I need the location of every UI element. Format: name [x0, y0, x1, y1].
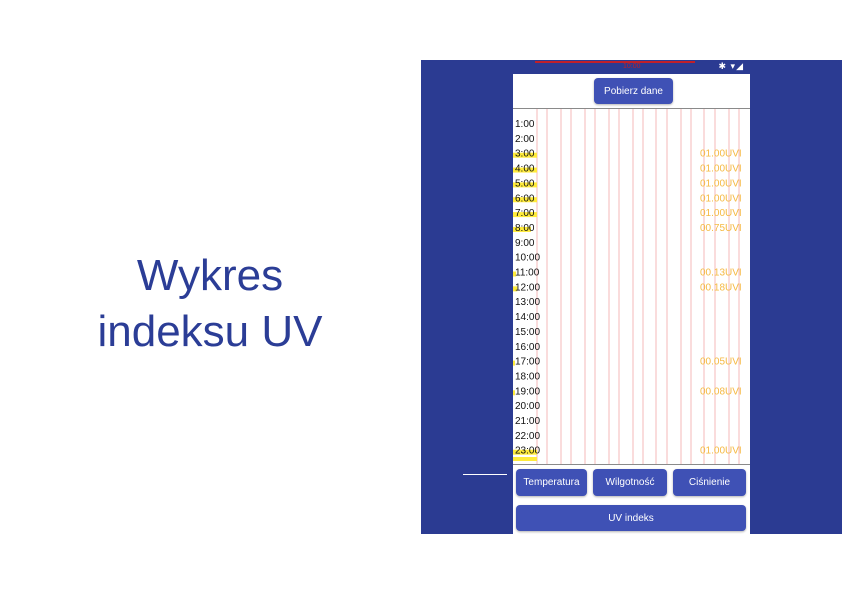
uv-value-label: 00.05UVI: [700, 357, 742, 368]
uv-bar: [513, 182, 537, 188]
pressure-button[interactable]: Ciśnienie: [673, 469, 746, 496]
humidity-button[interactable]: Wilgotność: [593, 469, 667, 496]
hour-tick-label: 1:00: [515, 119, 535, 130]
slide-title-line-2: indeksu UV: [97, 307, 323, 356]
hour-tick-label: 13:00: [515, 297, 540, 308]
uv-bar: [513, 167, 537, 173]
uv-bar: [513, 197, 537, 203]
hour-tick-label: 7:00: [515, 208, 535, 219]
hour-tick-label: 16:00: [515, 342, 540, 353]
temperature-button[interactable]: Temperatura: [516, 469, 587, 496]
hour-tick-label: 23:00: [515, 446, 540, 457]
uv-bar: [513, 286, 518, 292]
hour-tick-label: 14:00: [515, 312, 540, 323]
hour-tick-label: 19:00: [515, 386, 540, 397]
uv-bar: [513, 360, 515, 366]
uv-chart: 1:00 2:00 3:00 01.00UVI 4:00 01.00UVI 5:00 01.0…: [513, 109, 742, 464]
hour-tick-label: 21:00: [515, 416, 540, 427]
status-bar-accent: [535, 61, 695, 63]
uv-value-label: 01.00UVI: [700, 149, 742, 160]
uv-value-label: 01.00UVI: [700, 193, 742, 204]
hour-tick-label: 22:00: [515, 431, 540, 442]
hour-tick-label: 4:00: [515, 164, 535, 175]
hour-tick-label: 2:00: [515, 134, 535, 145]
uv-bar: [513, 271, 517, 277]
status-bar: 10:00 ✱ ▾◢: [513, 60, 750, 74]
hour-tick-label: 3:00: [515, 149, 535, 160]
uv-value-label: 00.08UVI: [700, 386, 742, 397]
hour-tick-label: 5:00: [515, 178, 535, 189]
uv-value-label: 00.13UVI: [700, 268, 742, 279]
hour-tick-label: 18:00: [515, 371, 540, 382]
hour-tick-label: 8:00: [515, 223, 535, 234]
hour-tick-label: 12:00: [515, 282, 540, 293]
hour-tick-label: 20:00: [515, 401, 540, 412]
chart-bottom-border: [513, 464, 750, 465]
slide-title-line-1: Wykres: [136, 251, 284, 300]
uv-value-label: 00.18UVI: [700, 282, 742, 293]
hour-tick-label: 17:00: [515, 357, 540, 368]
uv-value-label: 01.00UVI: [700, 208, 742, 219]
uv-bar: [513, 449, 537, 455]
uv-value-label: 01.00UVI: [700, 178, 742, 189]
uv-value-label: 00.75UVI: [700, 223, 742, 234]
chart-top-border: [513, 108, 750, 109]
uv-bar-tail: [513, 457, 537, 461]
hour-tick-label: 6:00: [515, 193, 535, 204]
hour-tick-label: 15:00: [515, 327, 540, 338]
hour-tick-label: 11:00: [515, 268, 540, 279]
slide-title: Wykres indeksu UV: [60, 248, 360, 360]
uv-bar: [513, 226, 531, 232]
status-time: 10:00: [623, 63, 641, 70]
hour-tick-label: 9:00: [515, 238, 535, 249]
status-icons: ✱ ▾◢: [718, 61, 744, 71]
decorative-line: [463, 474, 507, 475]
uv-bar: [513, 390, 515, 396]
uv-index-button[interactable]: UV indeks: [516, 505, 746, 531]
phone-screen: 10:00 ✱ ▾◢ Pobierz dane 1:00 2:00 3:00 01.0…: [513, 60, 750, 534]
uv-bar: [513, 212, 537, 218]
uv-value-label: 01.00UVI: [700, 446, 742, 457]
uv-value-label: 01.00UVI: [700, 164, 742, 175]
fetch-data-button[interactable]: Pobierz dane: [594, 78, 673, 104]
hour-tick-label: 10:00: [515, 253, 540, 264]
uv-bar: [513, 152, 537, 158]
